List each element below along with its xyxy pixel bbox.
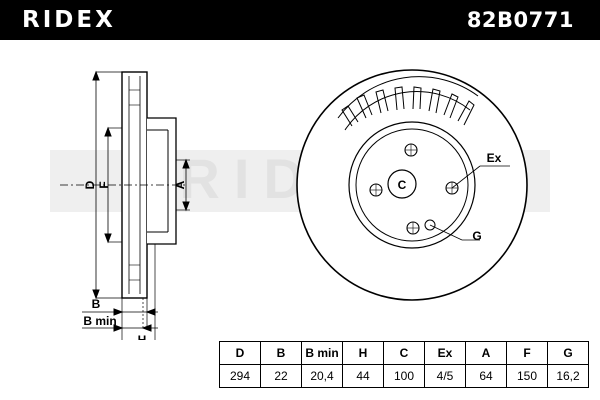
locating-hole — [424, 219, 436, 231]
value-F: 150 — [506, 364, 548, 388]
header-B-min: B min — [301, 341, 343, 365]
header-A: A — [465, 341, 507, 365]
front-view-labels: C Ex G — [398, 151, 502, 243]
technical-drawing: RIDEX — [50, 69, 550, 340]
side-view-labels: D F A B B min H — [83, 180, 187, 340]
label-B-min: B min — [83, 314, 116, 328]
value-Ex: 4/5 — [424, 364, 466, 388]
spec-table-header-row: D B B min H C Ex A F G — [219, 341, 589, 365]
value-B-min: 20,4 — [301, 364, 343, 388]
label-D: D — [83, 180, 97, 189]
vent-ribs — [341, 86, 475, 127]
disc-outer-edge — [296, 69, 528, 301]
header-D: D — [219, 341, 261, 365]
label-F: F — [97, 181, 111, 188]
header-B: B — [260, 341, 302, 365]
header-G: G — [547, 341, 589, 365]
label-A: A — [173, 180, 187, 189]
front-view — [296, 69, 528, 301]
header-Ex: Ex — [424, 341, 466, 365]
value-G: 16,2 — [547, 364, 589, 388]
value-A: 64 — [465, 364, 507, 388]
friction-ring-inner — [348, 121, 476, 249]
label-H: H — [138, 333, 147, 340]
label-C: C — [398, 178, 407, 192]
header-C: C — [383, 341, 425, 365]
hub-section — [147, 117, 177, 245]
brand-logo: RIDEX — [22, 7, 116, 33]
hub-outer — [355, 128, 469, 242]
header-H: H — [342, 341, 384, 365]
value-B: 22 — [260, 364, 302, 388]
header-bar: RIDEX 82B0771 — [0, 0, 600, 40]
side-view — [60, 70, 190, 340]
spec-table-value-row: 294 22 20,4 44 100 4/5 64 150 16,2 — [219, 364, 589, 388]
value-C: 100 — [383, 364, 425, 388]
label-Ex: Ex — [487, 151, 502, 165]
center-bore — [387, 169, 417, 199]
part-number: 82B0771 — [466, 8, 574, 32]
spec-table: D B B min H C Ex A F G 294 22 20,4 44 10… — [219, 341, 589, 388]
value-D: 294 — [219, 364, 261, 388]
header-F: F — [506, 341, 548, 365]
label-B: B — [92, 297, 101, 311]
label-G: G — [472, 229, 481, 243]
value-H: 44 — [342, 364, 384, 388]
